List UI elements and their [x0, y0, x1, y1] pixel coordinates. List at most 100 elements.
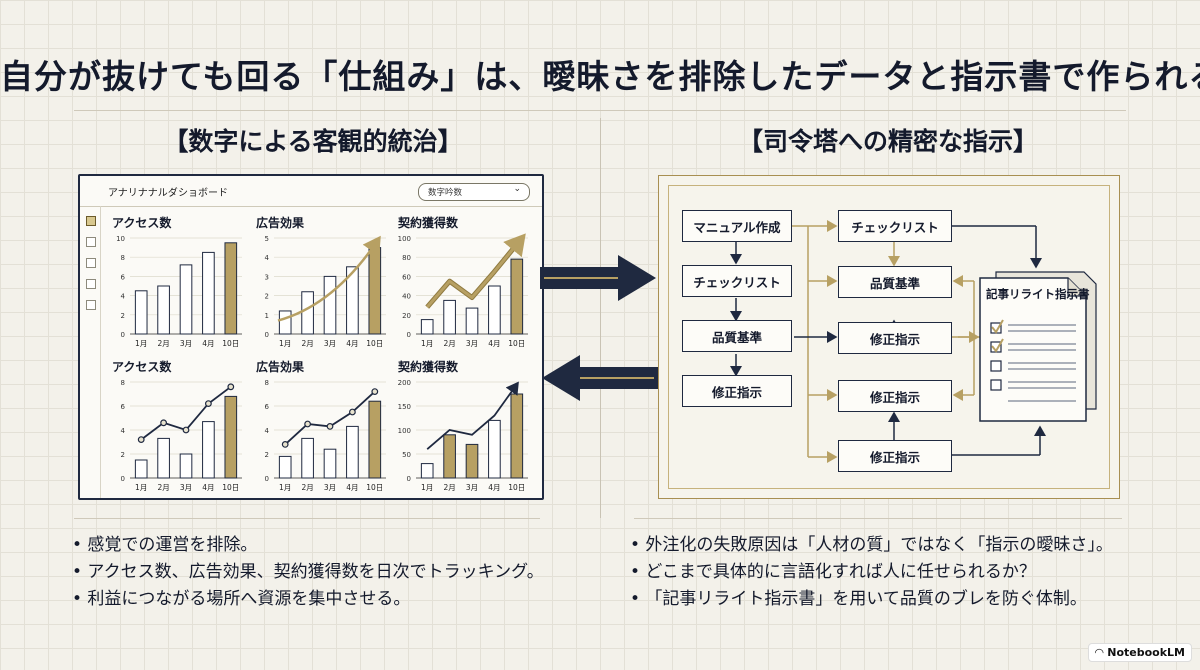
- x-tick-label: 4月: [202, 339, 214, 348]
- left-bullet-3: • 利益につながる場所へ資源を集中させる。: [72, 589, 411, 609]
- bar: [224, 242, 238, 335]
- x-tick-label: 4月: [488, 483, 500, 492]
- right-bottom-rule: [634, 518, 1122, 519]
- y-tick-label: 2: [121, 312, 125, 320]
- dashboard-titlebar: [80, 176, 542, 207]
- chevron-down-icon: ⌄: [513, 184, 521, 194]
- metric-select[interactable]: 数字吟数 ⌄: [418, 183, 530, 201]
- y-tick-label: 100: [398, 427, 411, 435]
- x-tick-label: 1月: [135, 339, 147, 348]
- trend-point: [160, 419, 167, 427]
- node-checklist-2: チェックリスト: [838, 210, 952, 242]
- x-tick-label: 4月: [488, 339, 500, 348]
- y-tick-label: 150: [398, 403, 411, 411]
- y-tick-label: 0: [407, 331, 411, 339]
- node-correction-instruction-2: 修正指示: [838, 322, 952, 354]
- trend-point: [326, 423, 334, 430]
- x-tick-label: 2月: [157, 483, 169, 492]
- y-tick-label: 1: [265, 312, 269, 320]
- node-quality-standard: 品質基準: [682, 320, 792, 352]
- y-tick-label: 0: [121, 475, 125, 483]
- trend-point: [182, 426, 190, 434]
- y-tick-label: 60: [402, 273, 411, 281]
- x-tick-label: 3月: [180, 483, 192, 492]
- x-tick-label: 10日: [366, 483, 383, 492]
- bar: [134, 290, 148, 335]
- title-rule: [74, 110, 1126, 111]
- x-tick-label: 3月: [466, 483, 478, 492]
- bar: [134, 459, 148, 479]
- bar: [488, 419, 501, 479]
- arrow-left-icon: [542, 355, 658, 401]
- y-tick-label: 6: [121, 403, 126, 411]
- y-tick-label: 8: [121, 379, 125, 387]
- y-tick-label: 20: [402, 312, 411, 320]
- bar: [202, 421, 215, 479]
- bar: [510, 258, 524, 335]
- y-tick-label: 0: [407, 475, 411, 483]
- y-tick-label: 4: [265, 427, 270, 435]
- trend-point: [137, 436, 145, 443]
- node-checklist: チェックリスト: [682, 265, 792, 297]
- x-tick-label: 2月: [443, 339, 455, 348]
- sidebar-checkbox-5[interactable]: [86, 300, 96, 310]
- bar: [420, 463, 434, 479]
- left-bullet-1: • 感覚での運営を排除。: [72, 535, 258, 555]
- node-correction-instruction-3: 修正指示: [838, 380, 952, 412]
- trend-arrow: [277, 235, 381, 322]
- left-bottom-rule: [74, 518, 540, 519]
- sidebar-checkbox-1[interactable]: [86, 216, 96, 226]
- bar: [179, 264, 193, 335]
- x-tick-label: 1月: [421, 339, 433, 348]
- y-tick-label: 8: [265, 379, 269, 387]
- trend-point: [281, 440, 289, 448]
- right-bullet-1: • 外注化の失敗原因は「人材の質」ではなく「指示の曖昧さ」。: [630, 535, 1113, 555]
- bar: [368, 247, 382, 335]
- sidebar-checkbox-3[interactable]: [86, 258, 96, 268]
- y-tick-label: 10: [116, 235, 125, 243]
- bar: [278, 455, 292, 479]
- chart-title: アクセス数: [112, 216, 172, 230]
- brand-logo-icon: ◠: [1094, 646, 1108, 659]
- brand-label: NotebookLM: [1107, 646, 1185, 659]
- trend-line: [426, 381, 519, 450]
- node-quality-standard-2: 品質基準: [838, 266, 952, 298]
- exchange-arrows: [540, 255, 658, 401]
- left-bullets: • 感覚での運営を排除。 • アクセス数、広告効果、契約獲得数を日次でトラッキン…: [72, 532, 544, 613]
- bar: [346, 425, 359, 479]
- bar: [301, 437, 314, 479]
- bar: [420, 319, 434, 335]
- y-tick-label: 40: [402, 293, 411, 301]
- y-tick-label: 2: [265, 451, 269, 459]
- y-tick-label: 2: [265, 293, 269, 301]
- y-tick-label: 6: [121, 273, 126, 281]
- bar: [346, 266, 359, 335]
- y-tick-label: 8: [121, 254, 125, 262]
- x-tick-label: 4月: [346, 339, 358, 348]
- y-tick-label: 200: [398, 379, 411, 387]
- bar: [368, 400, 382, 479]
- chart-title: 広告効果: [256, 360, 305, 374]
- chart-title: 契約獲得数: [398, 360, 459, 374]
- bar: [323, 448, 337, 479]
- trend-line: [284, 390, 376, 446]
- bar: [157, 437, 170, 479]
- x-tick-label: 10日: [222, 339, 239, 348]
- y-tick-label: 5: [265, 235, 269, 243]
- y-tick-label: 0: [265, 331, 269, 339]
- right-heading: 【司令塔への精密な指示】: [737, 127, 1038, 156]
- y-tick-label: 80: [402, 254, 411, 262]
- sidebar-checkbox-4[interactable]: [86, 279, 96, 289]
- bar: [488, 285, 501, 335]
- x-tick-label: 3月: [466, 339, 478, 348]
- trend-point: [348, 408, 356, 416]
- sidebar-checkbox-2[interactable]: [86, 237, 96, 247]
- x-tick-label: 1月: [135, 483, 147, 492]
- x-tick-label: 10日: [508, 339, 525, 348]
